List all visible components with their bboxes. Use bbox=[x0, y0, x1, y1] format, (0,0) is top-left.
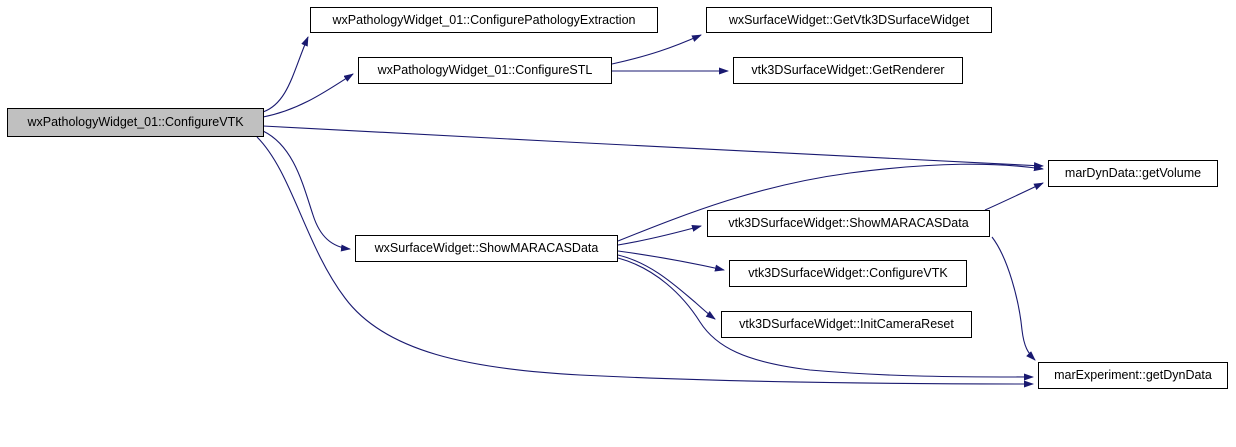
node-label: wxPathologyWidget_01::ConfigurePathology… bbox=[332, 12, 636, 27]
node-wx-show-maracas-data[interactable]: wxSurfaceWidget::ShowMARACASData bbox=[355, 235, 618, 262]
node-configure-vtk[interactable]: wxPathologyWidget_01::ConfigureVTK bbox=[7, 108, 264, 137]
node-configure-pathology-extraction[interactable]: wxPathologyWidget_01::ConfigurePathology… bbox=[310, 7, 658, 33]
node-label: marDynData::getVolume bbox=[1064, 166, 1202, 181]
node-vtk-show-maracas-data[interactable]: vtk3DSurfaceWidget::ShowMARACASData bbox=[707, 210, 990, 237]
node-get-renderer[interactable]: vtk3DSurfaceWidget::GetRenderer bbox=[733, 57, 963, 84]
edge-wx-show-maracas-data-to-get-volume bbox=[617, 163, 1044, 242]
node-label: vtk3DSurfaceWidget::GetRenderer bbox=[751, 63, 945, 78]
edge-wx-show-maracas-data-to-vtk-show-maracas-data bbox=[617, 225, 702, 246]
node-label: wxPathologyWidget_01::ConfigureVTK bbox=[27, 115, 244, 130]
edge-configure-vtk-to-get-dyn-data bbox=[256, 136, 1034, 388]
node-vtk-configure-vtk[interactable]: vtk3DSurfaceWidget::ConfigureVTK bbox=[729, 260, 967, 287]
node-label: wxPathologyWidget_01::ConfigureSTL bbox=[377, 63, 593, 78]
edge-configure-vtk-to-get-volume bbox=[262, 125, 1044, 170]
node-label: wxSurfaceWidget::ShowMARACASData bbox=[374, 241, 599, 256]
edge-configure-vtk-to-wx-show-maracas-data bbox=[262, 130, 351, 252]
node-get-vtk3d-surface-widget[interactable]: wxSurfaceWidget::GetVtk3DSurfaceWidget bbox=[706, 7, 992, 33]
edge-vtk-show-maracas-data-to-get-dyn-data bbox=[991, 236, 1036, 361]
edge-configure-vtk-to-configure-pathology-extraction bbox=[262, 36, 309, 113]
edge-wx-show-maracas-data-to-vtk-configure-vtk bbox=[617, 250, 725, 272]
node-init-camera-reset[interactable]: vtk3DSurfaceWidget::InitCameraReset bbox=[721, 311, 972, 338]
node-label: vtk3DSurfaceWidget::ConfigureVTK bbox=[748, 266, 948, 281]
node-label: marExperiment::getDynData bbox=[1054, 368, 1212, 383]
node-label: vtk3DSurfaceWidget::InitCameraReset bbox=[739, 317, 954, 332]
edge-vtk-show-maracas-data-to-get-volume bbox=[984, 182, 1044, 211]
edge-wx-show-maracas-data-to-get-dyn-data bbox=[617, 257, 1034, 381]
edge-configure-vtk-to-configure-stl bbox=[262, 73, 354, 118]
node-label: wxSurfaceWidget::GetVtk3DSurfaceWidget bbox=[728, 12, 970, 27]
node-get-dyn-data[interactable]: marExperiment::getDynData bbox=[1038, 362, 1228, 389]
edge-wx-show-maracas-data-to-init-camera-reset bbox=[617, 254, 716, 320]
node-get-volume[interactable]: marDynData::getVolume bbox=[1048, 160, 1218, 187]
node-configure-stl[interactable]: wxPathologyWidget_01::ConfigureSTL bbox=[358, 57, 612, 84]
edge-configure-stl-to-get-vtk3d-surface-widget bbox=[611, 34, 702, 65]
node-label: vtk3DSurfaceWidget::ShowMARACASData bbox=[728, 216, 969, 231]
